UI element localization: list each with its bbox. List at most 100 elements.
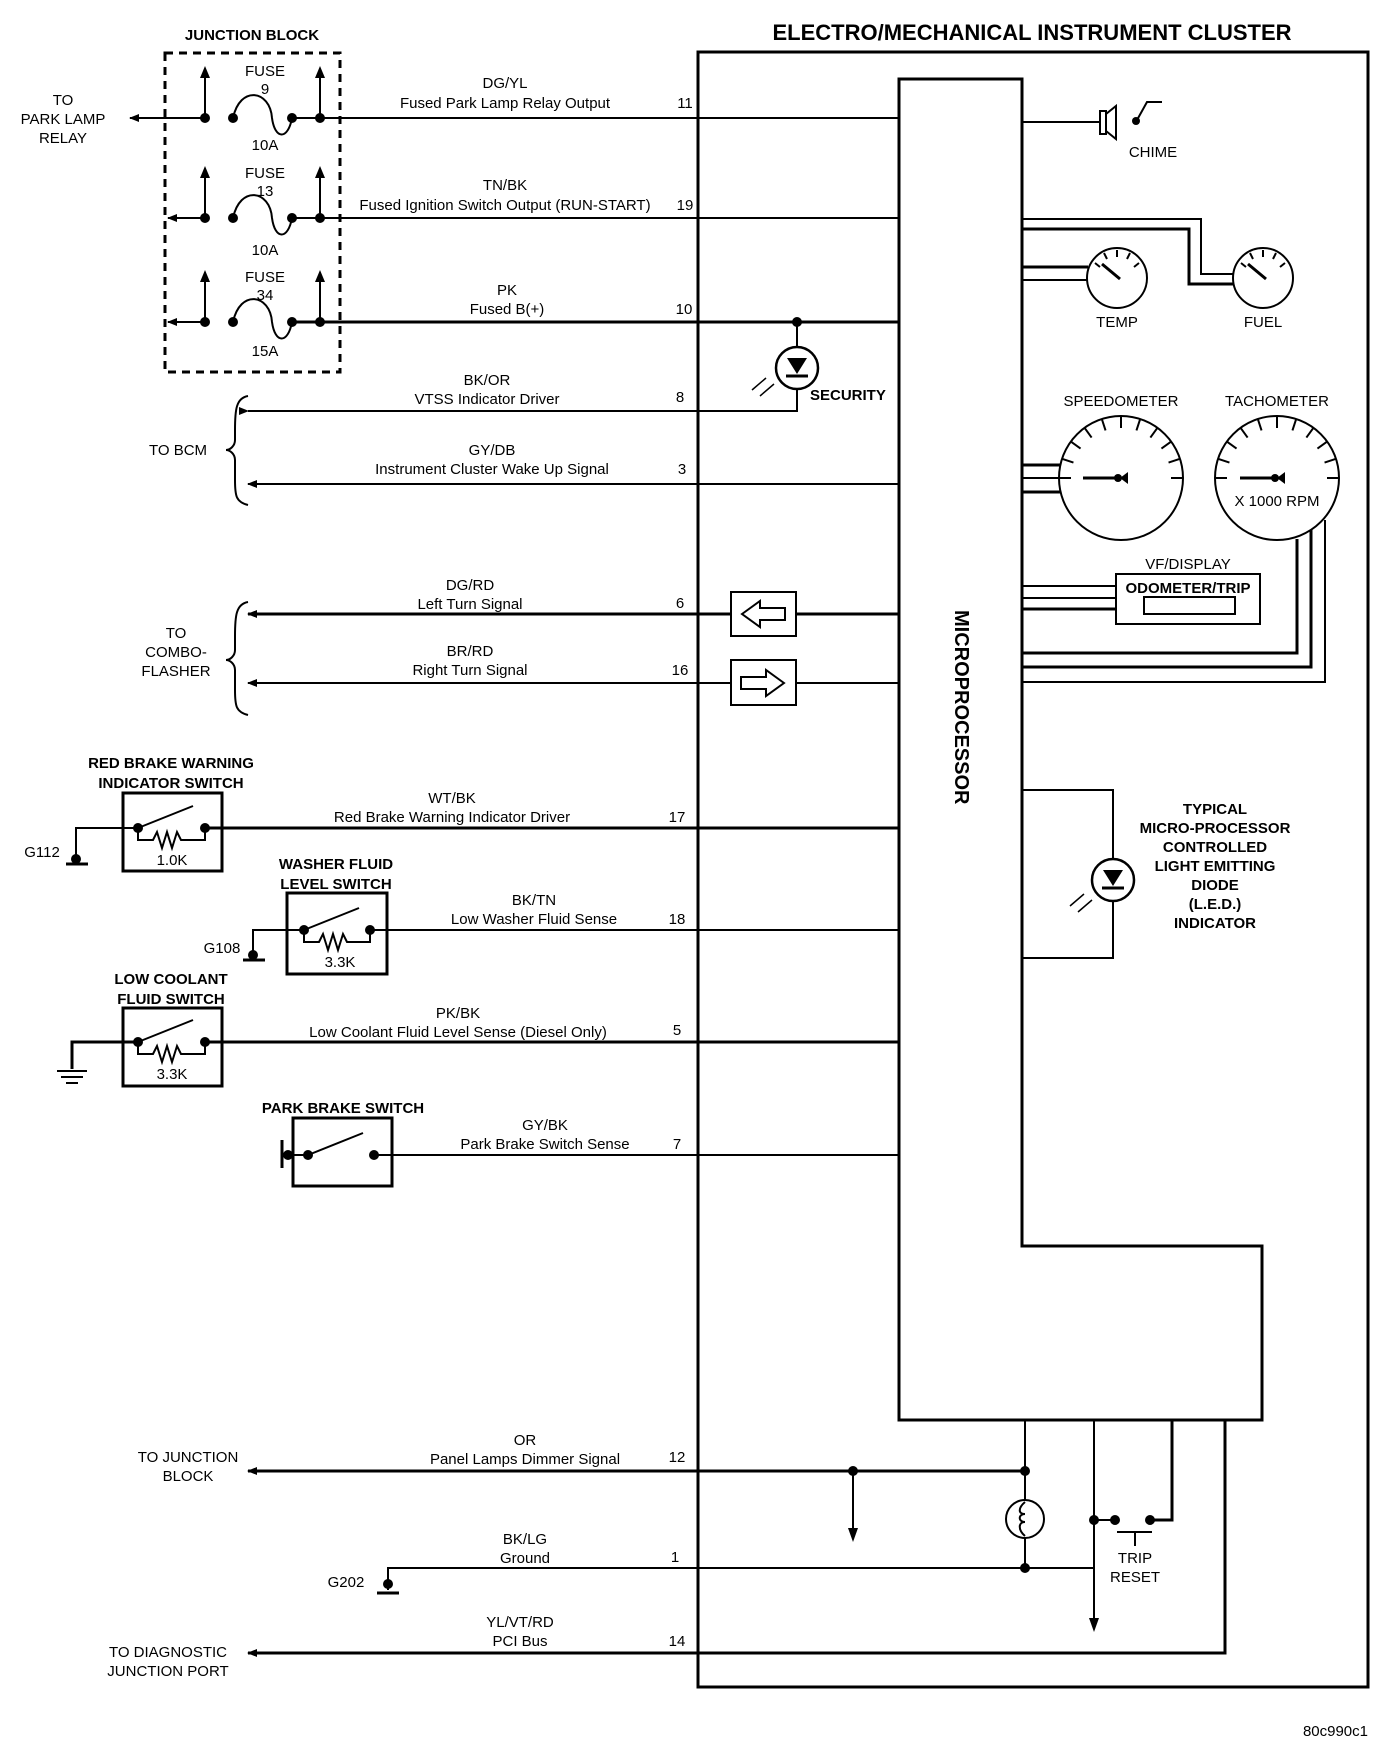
vf-display-label: VF/DISPLAY: [1145, 556, 1231, 573]
svg-text:DG/RD: DG/RD: [446, 577, 495, 594]
dest-diagnostic-port-2: JUNCTION PORT: [107, 1663, 228, 1680]
circuit-14: YL/VT/RD PCI Bus 14: [486, 1614, 685, 1650]
led-note-line: TYPICAL: [1183, 801, 1247, 818]
left-arrow-icon: [740, 599, 786, 629]
svg-text:BK/LG: BK/LG: [503, 1531, 547, 1548]
circuit-18: BK/TN Low Washer Fluid Sense 18: [451, 892, 685, 928]
dest-combo-flasher-2: COMBO-: [145, 644, 207, 661]
svg-text:DG/YL: DG/YL: [482, 75, 527, 92]
gauge-tick: [1217, 457, 1230, 464]
svg-text:BR/RD: BR/RD: [447, 643, 494, 660]
svg-text:VTSS Indicator Driver: VTSS Indicator Driver: [414, 391, 559, 408]
svg-text:5: 5: [673, 1022, 681, 1039]
ground-icon: [57, 1070, 87, 1084]
fuse-13: FUSE 13 10A: [200, 165, 325, 259]
svg-text:14: 14: [669, 1633, 686, 1650]
svg-text:GY/DB: GY/DB: [469, 442, 516, 459]
dest-combo-flasher-1: TO: [166, 625, 187, 642]
svg-text:7: 7: [673, 1136, 681, 1153]
chime-label: CHIME: [1129, 144, 1177, 161]
svg-text:YL/VT/RD: YL/VT/RD: [486, 1614, 554, 1631]
fuse-34-label: FUSE: [245, 269, 285, 286]
temp-gauge: TEMP: [1086, 247, 1148, 331]
tach-wiring: [1022, 520, 1326, 683]
dest-junction-block-1: TO JUNCTION: [138, 1449, 239, 1466]
trip-reset-label-2: RESET: [1110, 1569, 1160, 1586]
svg-text:6: 6: [676, 595, 684, 612]
circuit-10: PK Fused B(+) 10: [470, 282, 693, 318]
circuit-16: BR/RD Right Turn Signal 16: [412, 643, 688, 679]
odometer-window: [1143, 596, 1236, 615]
dest-bcm: TO BCM: [149, 442, 207, 459]
circuit-8: BK/OR VTSS Indicator Driver 8: [414, 372, 684, 408]
fuse-34-rating: 15A: [252, 343, 279, 360]
circuit-5: PK/BK Low Coolant Fluid Level Sense (Die…: [309, 1005, 681, 1041]
speedometer: SPEEDOMETER: [1022, 393, 1184, 541]
led-note-line: INDICATOR: [1174, 915, 1256, 932]
trip-reset-label-1: TRIP: [1118, 1550, 1152, 1567]
speedometer-label: SPEEDOMETER: [1063, 393, 1178, 410]
temp-fuel-wiring: [1022, 218, 1233, 286]
gauge-tick: [1135, 418, 1142, 431]
coolant-switch-title-2: FLUID SWITCH: [117, 991, 224, 1008]
svg-text:18: 18: [669, 911, 686, 928]
gauge-tick: [1160, 440, 1172, 450]
fuse-34: FUSE 34 15A: [200, 269, 325, 360]
washer-switch-title-2: LEVEL SWITCH: [280, 876, 391, 893]
fuse-34-number: 34: [257, 287, 274, 304]
tachometer-label: TACHOMETER: [1225, 393, 1329, 410]
svg-text:PK: PK: [497, 282, 517, 299]
panel-lamp-bulb: [1005, 1499, 1045, 1539]
led-note-line: LIGHT EMITTING: [1155, 858, 1276, 875]
gauge-tick: [1070, 440, 1082, 450]
music-note-icon: [1136, 101, 1162, 121]
circuit-6: DG/RD Left Turn Signal 6: [417, 577, 684, 613]
fuse-9-number: 9: [261, 81, 269, 98]
svg-text:3: 3: [678, 461, 686, 478]
circuit-1: BK/LG Ground 1: [500, 1531, 679, 1567]
combo-flasher-brace: [225, 601, 249, 716]
circuit-12: OR Panel Lamps Dimmer Signal 12: [430, 1432, 685, 1468]
svg-text:Fused Ignition Switch Output (: Fused Ignition Switch Output (RUN-START): [359, 197, 650, 214]
svg-text:GY/BK: GY/BK: [522, 1117, 568, 1134]
svg-text:Low Washer Fluid Sense: Low Washer Fluid Sense: [451, 911, 617, 928]
cluster-outline: [696, 50, 1370, 1689]
led-note-line: (L.E.D.): [1189, 896, 1242, 913]
right-arrow-icon: [740, 668, 786, 698]
svg-text:16: 16: [672, 662, 689, 679]
gauge-tick: [1100, 418, 1107, 431]
gauge-tick: [1168, 457, 1181, 464]
svg-text:OR: OR: [514, 1432, 537, 1449]
ground-g108: G108: [204, 940, 241, 957]
dest-junction-block-2: BLOCK: [163, 1468, 214, 1485]
fuse-13-label: FUSE: [245, 165, 285, 182]
gauge-tick: [1239, 427, 1249, 439]
figure-id: 80c990c1: [1303, 1723, 1368, 1740]
circuit-3: GY/DB Instrument Cluster Wake Up Signal …: [375, 442, 686, 478]
svg-text:PK/BK: PK/BK: [436, 1005, 480, 1022]
security-led: SECURITY: [239, 317, 886, 415]
gauge-tick: [1226, 440, 1238, 450]
fuse-13-number: 13: [257, 183, 274, 200]
gauge-tick: [1305, 427, 1315, 439]
svg-text:Low Coolant Fluid Level Sense: Low Coolant Fluid Level Sense (Diesel On…: [309, 1024, 607, 1041]
coolant-resistor: 3.3K: [157, 1066, 188, 1083]
circuit-7: GY/BK Park Brake Switch Sense 7: [460, 1117, 681, 1153]
svg-text:8: 8: [676, 389, 684, 406]
fuse-13-rating: 10A: [252, 242, 279, 259]
svg-text:10: 10: [676, 301, 693, 318]
cluster-title: ELECTRO/MECHANICAL INSTRUMENT CLUSTER: [772, 20, 1291, 45]
dest-park-lamp-relay-3: RELAY: [39, 130, 87, 147]
gauge-tick: [1256, 418, 1263, 431]
gauge-tick: [1061, 457, 1074, 464]
svg-text:Fused Park Lamp Relay Output: Fused Park Lamp Relay Output: [400, 95, 611, 112]
washer-switch-title-1: WASHER FLUID: [279, 856, 393, 873]
junction-block-title: JUNCTION BLOCK: [185, 27, 319, 44]
fuel-gauge: FUEL: [1232, 247, 1294, 331]
odometer-trip-label: ODOMETER/TRIP: [1125, 580, 1250, 597]
tachometer: TACHOMETER X 1000 RPM: [1214, 393, 1340, 541]
junction-block-outline: [163, 51, 342, 374]
svg-text:Panel Lamps Dimmer Signal: Panel Lamps Dimmer Signal: [430, 1451, 620, 1468]
